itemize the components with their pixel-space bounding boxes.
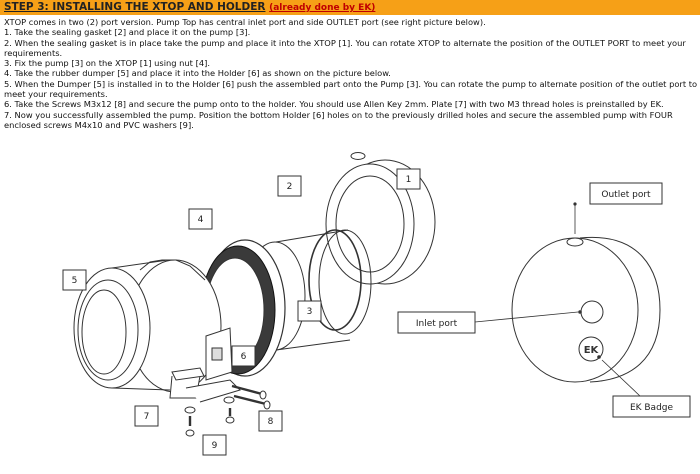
dumper-part xyxy=(73,259,171,391)
instruction-intro: XTOP comes in two (2) port version. Pump… xyxy=(4,17,486,27)
callout-1: 1 xyxy=(406,175,412,185)
inlet-port-label: Inlet port xyxy=(416,319,458,329)
pump-top-view xyxy=(511,236,661,383)
screws-m3-part xyxy=(231,384,271,410)
instruction-step-7: 7. Now you successfully assembled the pu… xyxy=(4,109,673,130)
outlet-port-label: Outlet port xyxy=(601,190,651,200)
callout-4: 4 xyxy=(198,215,204,225)
plate-part xyxy=(171,367,205,381)
leader-dots xyxy=(573,202,601,359)
callout-2: 2 xyxy=(287,182,293,192)
callout-6: 6 xyxy=(241,352,247,362)
callout-boxes xyxy=(62,168,421,456)
exploded-pump-view xyxy=(73,152,661,437)
xtop-part xyxy=(325,152,436,285)
step-note: (already done by EK) xyxy=(269,3,376,13)
instruction-step-5: 5. When the Dumper [5] is installed in t… xyxy=(4,78,698,100)
instruction-step-1: 1. Take the sealing gasket [2] and place… xyxy=(4,27,251,38)
instruction-step-3: 3. Fix the pump [3] on the XTOP [1] usin… xyxy=(4,58,210,69)
screws-m4-part xyxy=(184,396,235,437)
ek-badge-label: EK Badge xyxy=(630,403,674,413)
instruction-step-2: 2. When the sealing gasket is in place t… xyxy=(4,37,686,58)
heading-bar xyxy=(0,0,700,15)
leader-lines xyxy=(474,204,641,397)
outlet-port-hole xyxy=(566,237,584,247)
callout-3: 3 xyxy=(307,307,313,317)
step-title: STEP 3: INSTALLING THE XTOP AND HOLDER xyxy=(4,1,266,13)
port-label-boxes xyxy=(397,182,691,418)
ek-badge-logo: EK xyxy=(584,345,600,356)
instruction-list: XTOP comes in two (2) port version. Pump… xyxy=(4,17,698,130)
step-heading: STEP 3: INSTALLING THE XTOP AND HOLDER (… xyxy=(4,1,375,13)
ek-badge-circle xyxy=(578,336,604,362)
instruction-step-4: 4. Take the rubber dumper [5] and place … xyxy=(4,68,391,79)
instruction-step-6: 6. Take the Screws M3x12 [8] and secure … xyxy=(4,99,664,110)
exploded-assembly-drawing: EK 1 2 3 4 5 6 7 8 9 Outlet port Inlet p… xyxy=(62,152,691,456)
callout-5: 5 xyxy=(72,276,78,286)
callout-8: 8 xyxy=(268,417,274,427)
callout-7: 7 xyxy=(144,412,150,422)
callout-9: 9 xyxy=(212,441,218,451)
